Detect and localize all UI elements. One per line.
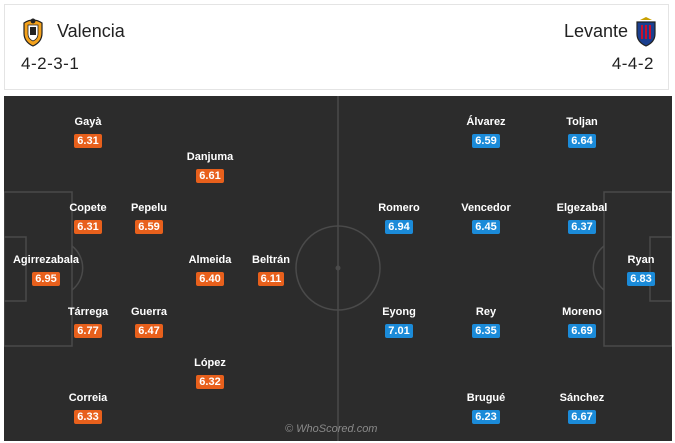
valencia-crest-icon — [23, 18, 43, 47]
player-rating-badge: 6.45 — [472, 220, 500, 234]
levante-crest-icon — [636, 17, 656, 47]
player-rating-badge: 6.35 — [472, 324, 500, 338]
player-card[interactable]: Moreno 6.69 — [547, 306, 617, 339]
player-card[interactable]: Toljan 6.64 — [547, 116, 617, 149]
player-card[interactable]: Agirrezabala 6.95 — [11, 254, 81, 287]
player-name: Gayà — [74, 116, 102, 128]
player-card[interactable]: Almeida 6.40 — [175, 254, 245, 287]
player-name: Moreno — [562, 306, 602, 318]
match-header: Valencia 4-2-3-1 Levante 4-4-2 — [4, 4, 669, 90]
player-card[interactable]: Gayà 6.31 — [53, 116, 123, 149]
player-name: Romero — [378, 202, 420, 214]
player-card[interactable]: Eyong 7.01 — [364, 306, 434, 339]
player-card[interactable]: Elgezabal 6.37 — [547, 202, 617, 235]
player-card[interactable]: Pepelu 6.59 — [114, 202, 184, 235]
player-name: Elgezabal — [556, 202, 608, 214]
player-card[interactable]: Danjuma 6.61 — [175, 151, 245, 184]
player-name: Sánchez — [559, 392, 605, 404]
player-rating-badge: 6.32 — [196, 375, 224, 389]
player-name: Almeida — [188, 254, 232, 266]
player-name: López — [194, 357, 226, 369]
home-team-name: Valencia — [57, 21, 125, 41]
player-card[interactable]: Rey 6.35 — [451, 306, 521, 339]
player-name: Copete — [69, 202, 107, 214]
player-name: Pepelu — [130, 202, 168, 214]
player-name: Ryan — [627, 254, 655, 266]
player-card[interactable]: Beltrán 6.11 — [236, 254, 306, 287]
pitch-markings — [4, 96, 672, 441]
player-rating-badge: 6.77 — [74, 324, 102, 338]
watermark: © WhoScored.com — [285, 423, 378, 435]
player-rating-badge: 6.83 — [627, 272, 655, 286]
player-rating-badge: 6.11 — [257, 272, 285, 286]
player-rating-badge: 6.37 — [568, 220, 596, 234]
player-card[interactable]: Sánchez 6.67 — [547, 392, 617, 425]
player-rating-badge: 6.64 — [568, 134, 596, 148]
player-name: Agirrezabala — [12, 254, 80, 266]
player-rating-badge: 6.67 — [568, 410, 596, 424]
player-name: Álvarez — [466, 116, 506, 128]
player-rating-badge: 6.59 — [472, 134, 500, 148]
player-name: Beltrán — [252, 254, 290, 266]
player-rating-badge: 6.95 — [32, 272, 60, 286]
player-rating-badge: 6.47 — [135, 324, 163, 338]
player-card[interactable]: Romero 6.94 — [364, 202, 434, 235]
player-name: Eyong — [382, 306, 416, 318]
player-card[interactable]: Copete 6.31 — [53, 202, 123, 235]
player-card[interactable]: Álvarez 6.59 — [451, 116, 521, 149]
player-rating-badge: 7.01 — [385, 324, 413, 338]
player-name: Danjuma — [186, 151, 234, 163]
away-formation: 4-4-2 — [611, 54, 654, 73]
player-rating-badge: 6.33 — [74, 410, 102, 424]
player-rating-badge: 6.69 — [568, 324, 596, 338]
player-card[interactable]: Brugué 6.23 — [451, 392, 521, 425]
player-card[interactable]: Vencedor 6.45 — [451, 202, 521, 235]
player-card[interactable]: Tárrega 6.77 — [53, 306, 123, 339]
player-card[interactable]: Ryan 6.83 — [606, 254, 672, 287]
player-name: Toljan — [566, 116, 598, 128]
player-name: Guerra — [130, 306, 168, 318]
player-name: Correia — [68, 392, 108, 404]
player-rating-badge: 6.94 — [385, 220, 413, 234]
away-team-name: Levante — [563, 21, 628, 41]
player-name: Vencedor — [461, 202, 511, 214]
player-rating-badge: 6.31 — [74, 134, 102, 148]
player-name: Tárrega — [67, 306, 109, 318]
player-rating-badge: 6.31 — [74, 220, 102, 234]
pitch: Gayà 6.31 Danjuma 6.61 Copete 6.31 Pepel… — [4, 96, 672, 441]
player-card[interactable]: López 6.32 — [175, 357, 245, 390]
player-card[interactable]: Correia 6.33 — [53, 392, 123, 425]
player-rating-badge: 6.23 — [472, 410, 500, 424]
player-rating-badge: 6.61 — [196, 169, 224, 183]
player-rating-badge: 6.59 — [135, 220, 163, 234]
player-card[interactable]: Guerra 6.47 — [114, 306, 184, 339]
player-name: Rey — [475, 306, 497, 318]
player-name: Brugué — [466, 392, 506, 404]
player-rating-badge: 6.40 — [196, 272, 224, 286]
home-formation: 4-2-3-1 — [21, 54, 80, 73]
